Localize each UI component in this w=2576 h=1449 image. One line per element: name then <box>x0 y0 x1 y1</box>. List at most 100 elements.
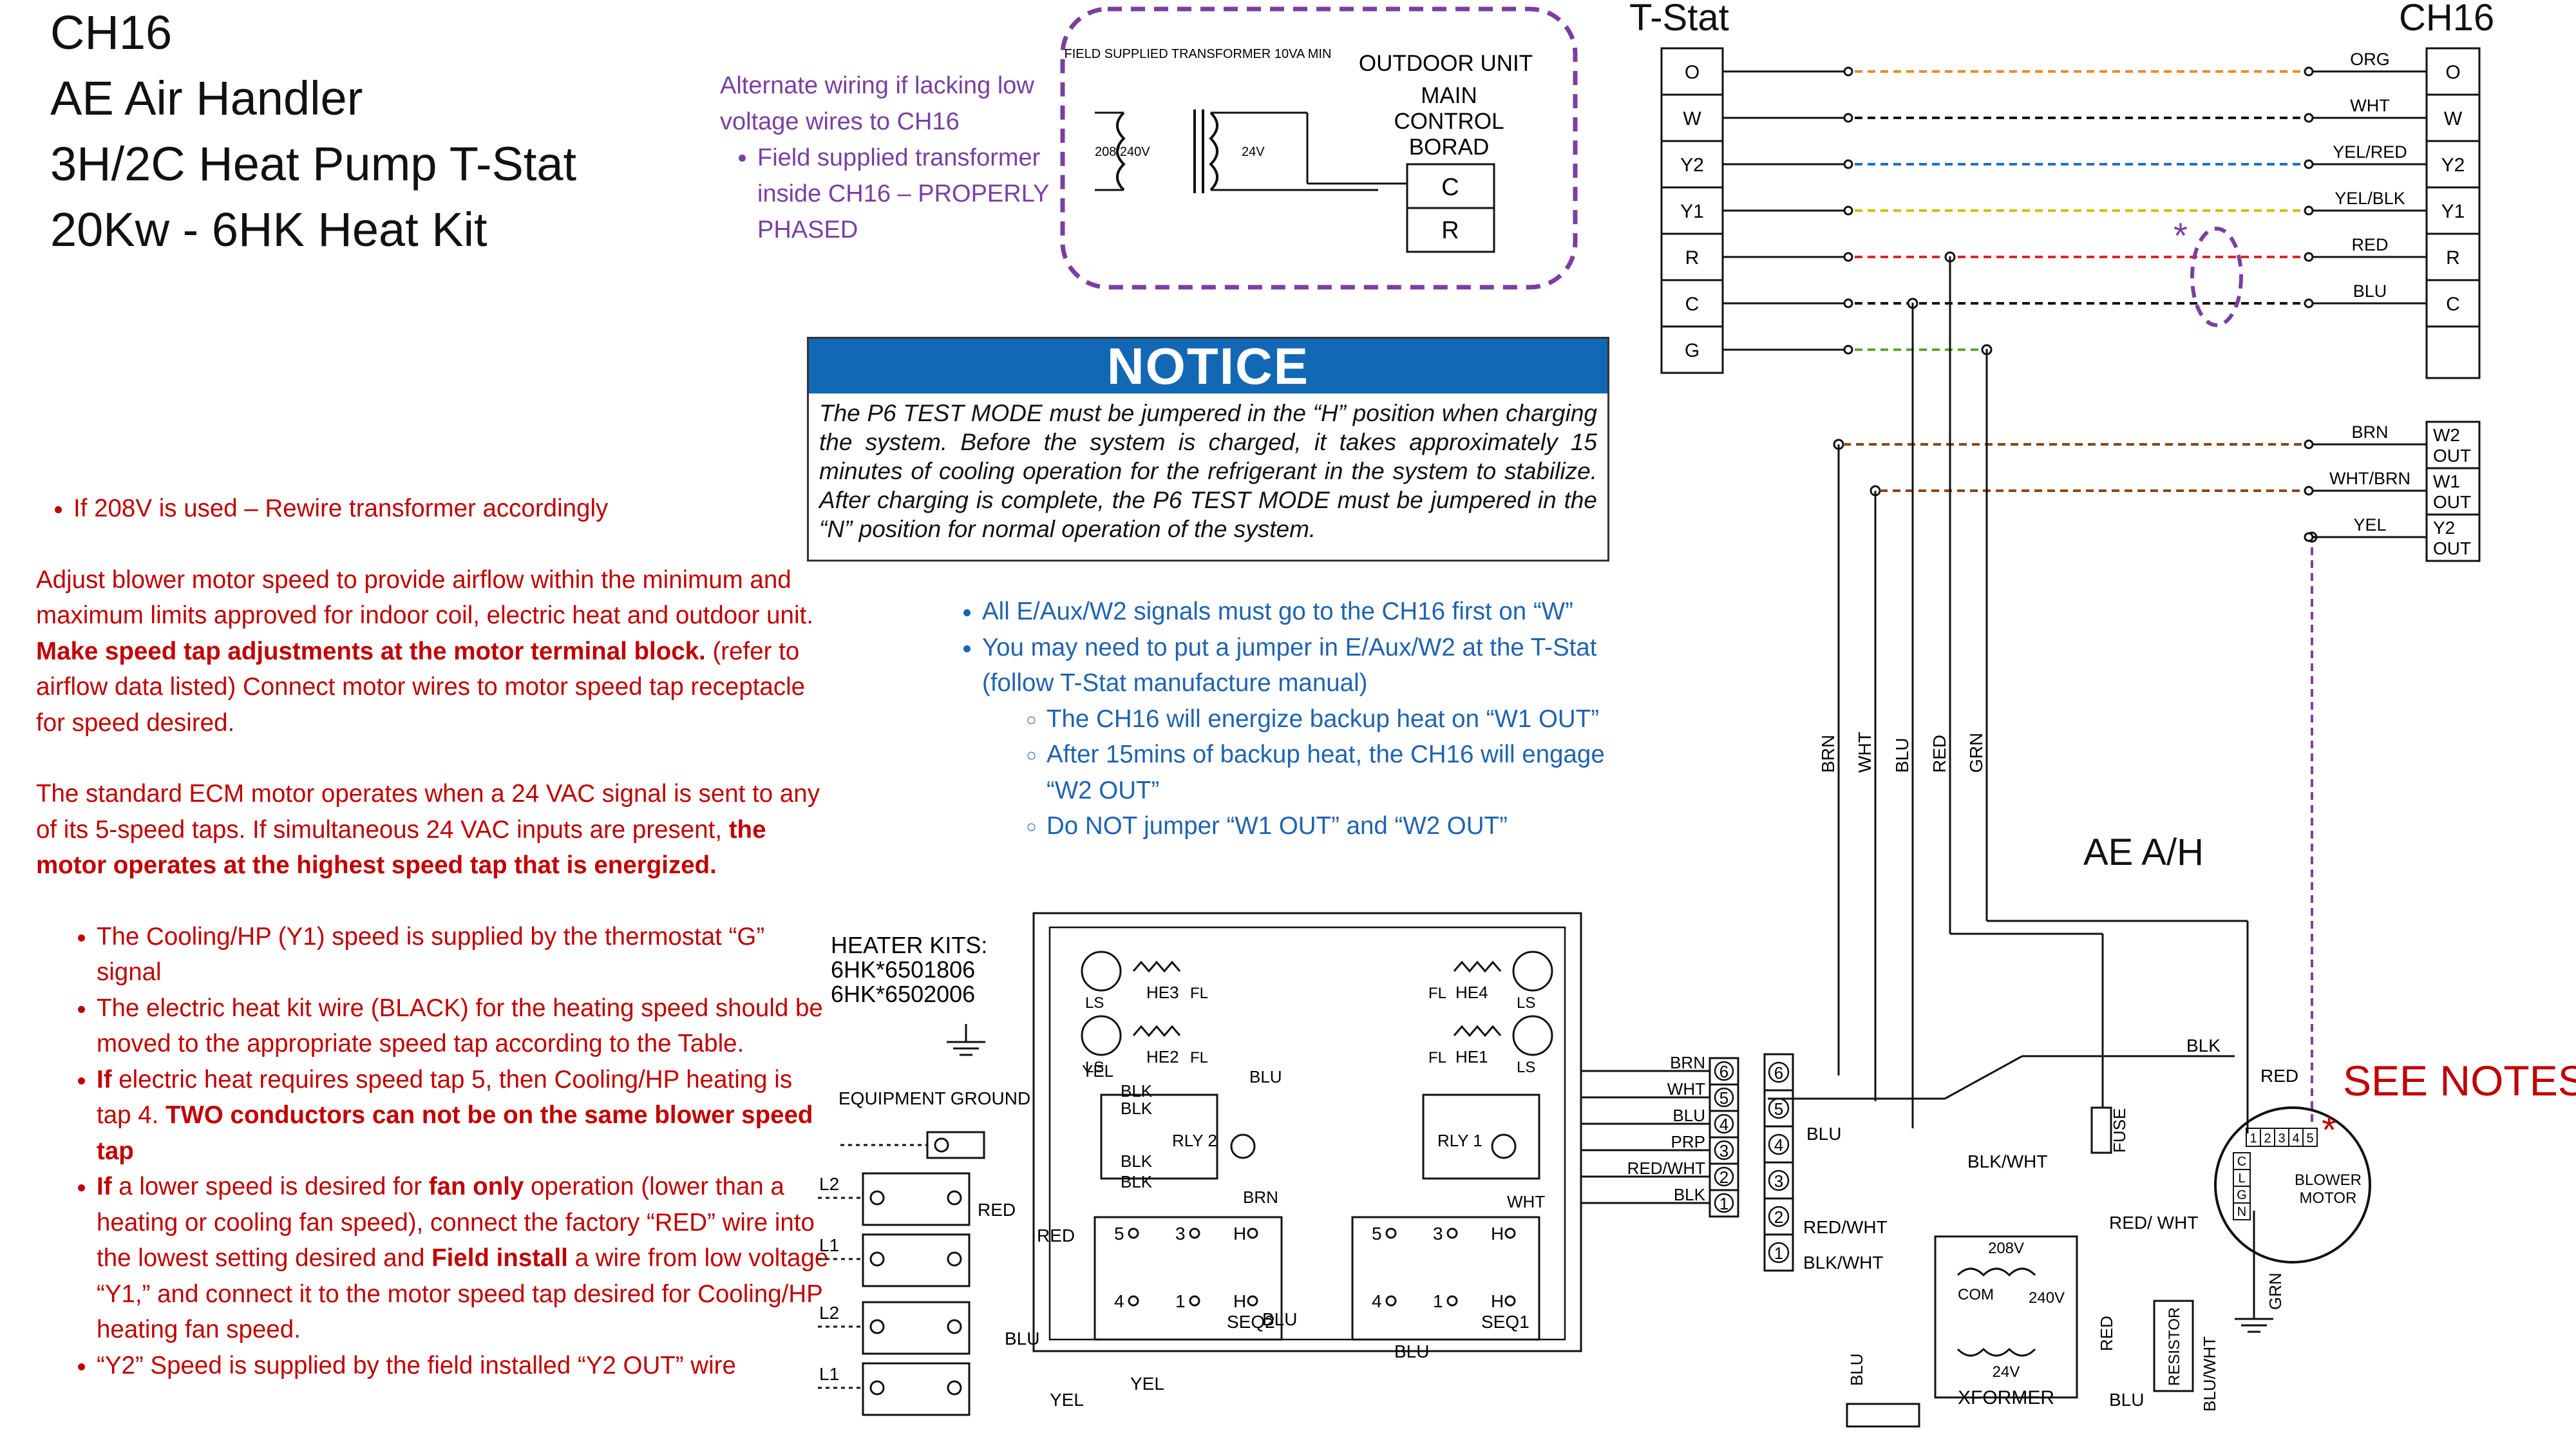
sequencer-terminal <box>1385 1295 1397 1307</box>
wire-connector <box>1843 113 1853 123</box>
tstat-terminal-label: O <box>1685 62 1700 83</box>
ch16-output-label: OUT <box>2433 446 2471 466</box>
terminal-screw <box>1714 1140 1734 1160</box>
ch16-output-label: OUT <box>2433 538 2471 558</box>
xformer-box <box>1934 1235 2078 1399</box>
motor-asterisk: * <box>2322 1108 2336 1151</box>
wire-connector <box>2304 252 2314 262</box>
wire-connector <box>2304 113 2314 123</box>
lug-screw <box>869 1190 885 1206</box>
blu-wht-label: BLU/WHT <box>2200 1336 2219 1412</box>
terminal-number: 3 <box>1774 1171 1783 1191</box>
ch16-note-w2: After 15mins of backup heat, the CH16 wi… <box>1046 737 1655 808</box>
ground-screw <box>934 1137 949 1153</box>
wire-label-wht: WHT <box>1507 1192 1545 1211</box>
sequencer-2-label: SEQ2 <box>1227 1312 1275 1332</box>
main-label: MAIN <box>1421 83 1477 108</box>
note-text: Adjust blower motor speed to provide air… <box>36 565 813 630</box>
tstat-terminal-label: C <box>1685 294 1700 315</box>
wire-label-blk: BLK <box>1121 1172 1153 1191</box>
note-ecm-motor: The standard ECM motor operates when a 2… <box>36 776 831 884</box>
wire-label-blu: BLU <box>1249 1067 1282 1086</box>
red-label-vertical: RED <box>2097 1316 2116 1351</box>
terminal-strip-wire-label: RED/WHT <box>1627 1159 1705 1178</box>
inset-field-label: FIELD SUPPLIED TRANSFORMER 10VA MIN <box>1065 47 1332 61</box>
notice-box: NOTICE The P6 TEST MODE must be jumpered… <box>807 337 1609 562</box>
terminal-strip-cell <box>1763 1233 1794 1272</box>
control-label: CONTROL <box>1394 109 1504 134</box>
limit-switch-label: LS <box>1517 994 1535 1012</box>
fuse-icon <box>2090 1106 2112 1154</box>
terminal-strip-wire-label: PRP <box>1671 1132 1705 1151</box>
control-red-label: RED <box>2260 1066 2298 1086</box>
heating-element-label: HE4 <box>1455 983 1488 1002</box>
heater-kits-title: HEATER KITS: <box>831 932 987 958</box>
note-bullet-fan-only: If a lower speed is desired for fan only… <box>97 1169 831 1348</box>
heater-kit: HEATER KITS: 6HK*6501806 6HK*6502006 EQU… <box>818 912 1582 1416</box>
terminal-screw <box>1768 1061 1790 1083</box>
sequencer-terminal <box>1504 1227 1516 1239</box>
tstat-title: T-Stat <box>1629 0 1729 39</box>
limit-switch-label: LS <box>1085 1059 1104 1076</box>
motor-speed-tap-5 <box>2302 1128 2318 1147</box>
xformer-label: XFORMER <box>1958 1387 2054 1408</box>
transformer-secondary-coil <box>1209 111 1218 191</box>
wire-label-blk: BLK <box>1121 1151 1153 1171</box>
tstat-terminal-label: G <box>1685 340 1700 361</box>
air-handler-controls: FUSE BLK RED BLK/WHT RED/ WHT 208V COM 2… <box>1768 1036 2298 1428</box>
wire-connector <box>1843 159 1853 169</box>
plug-box <box>1846 1403 1920 1428</box>
ch16-terminal-label: C <box>2446 294 2460 315</box>
transformer-primary-coil <box>1116 111 1126 191</box>
terminal-number: 6 <box>1719 1062 1728 1081</box>
fuse-link-label: FL <box>1428 1049 1446 1066</box>
wire-connector <box>1843 298 1853 308</box>
ch16-output-label: W1 <box>2433 471 2460 491</box>
lug-screw <box>869 1380 885 1396</box>
sequencer-terminal <box>1446 1295 1458 1307</box>
terminal-number: 5 <box>1719 1088 1728 1108</box>
terminal-number: 2 <box>1719 1168 1728 1187</box>
wire-label-yel: YEL <box>1082 1061 1113 1081</box>
wire-connector <box>1843 345 1853 355</box>
vertical-wire-label-wht: WHT <box>1855 732 1875 773</box>
title-line-2: AE Air Handler <box>50 71 363 125</box>
sequencer-terminal-label: 5 <box>1372 1224 1382 1244</box>
tstat-terminal-label: R <box>1685 247 1700 269</box>
sequencer-1-box <box>1351 1216 1540 1341</box>
inset-secondary-voltage: 24V <box>1242 145 1265 159</box>
heating-element-icon <box>1132 1025 1181 1037</box>
note-text: (refer to airflow data listed) Connect m… <box>36 637 806 737</box>
wire-connector <box>2304 486 2314 496</box>
transformer-inset: FIELD SUPPLIED TRANSFORMER 10VA MIN 208/… <box>1060 6 1578 290</box>
xformer-coil <box>1956 1347 2036 1357</box>
relay-2-label: RLY 2 <box>1172 1131 1217 1150</box>
terminal-screw <box>1768 1242 1790 1264</box>
diagram-title: CH16 AE Air Handler 3H/2C Heat Pump T-St… <box>50 0 576 263</box>
xformer-240v: 240V <box>2029 1289 2065 1307</box>
lug-screw <box>947 1380 962 1396</box>
alternate-wiring-heading: Alternate wiring if lacking low voltage … <box>720 72 1034 135</box>
sequencer-terminal <box>1247 1227 1258 1239</box>
wire-connector <box>2304 205 2314 216</box>
ch16-output-wire-label: WHT/BRN <box>2329 469 2410 488</box>
vertical-wire-label-red: RED <box>1929 735 1949 773</box>
ch16-wire-label: ORG <box>2350 50 2390 69</box>
sequencer-terminal-label: H <box>1233 1224 1246 1244</box>
resistor-label: RESISTOR <box>2166 1307 2183 1386</box>
resistor-box <box>2153 1300 2194 1392</box>
sequencer-terminal-label: 4 <box>1114 1291 1124 1311</box>
wire-connector <box>1843 252 1853 262</box>
sequencer-terminal-label: H <box>1491 1291 1504 1311</box>
heater-frame <box>1032 912 1582 1352</box>
line-lug <box>862 1233 971 1287</box>
heater-frame-inner <box>1048 926 1566 1341</box>
terminal-strip-wire-label: BLK <box>1674 1185 1706 1204</box>
wire-blk <box>1944 1055 2023 1100</box>
